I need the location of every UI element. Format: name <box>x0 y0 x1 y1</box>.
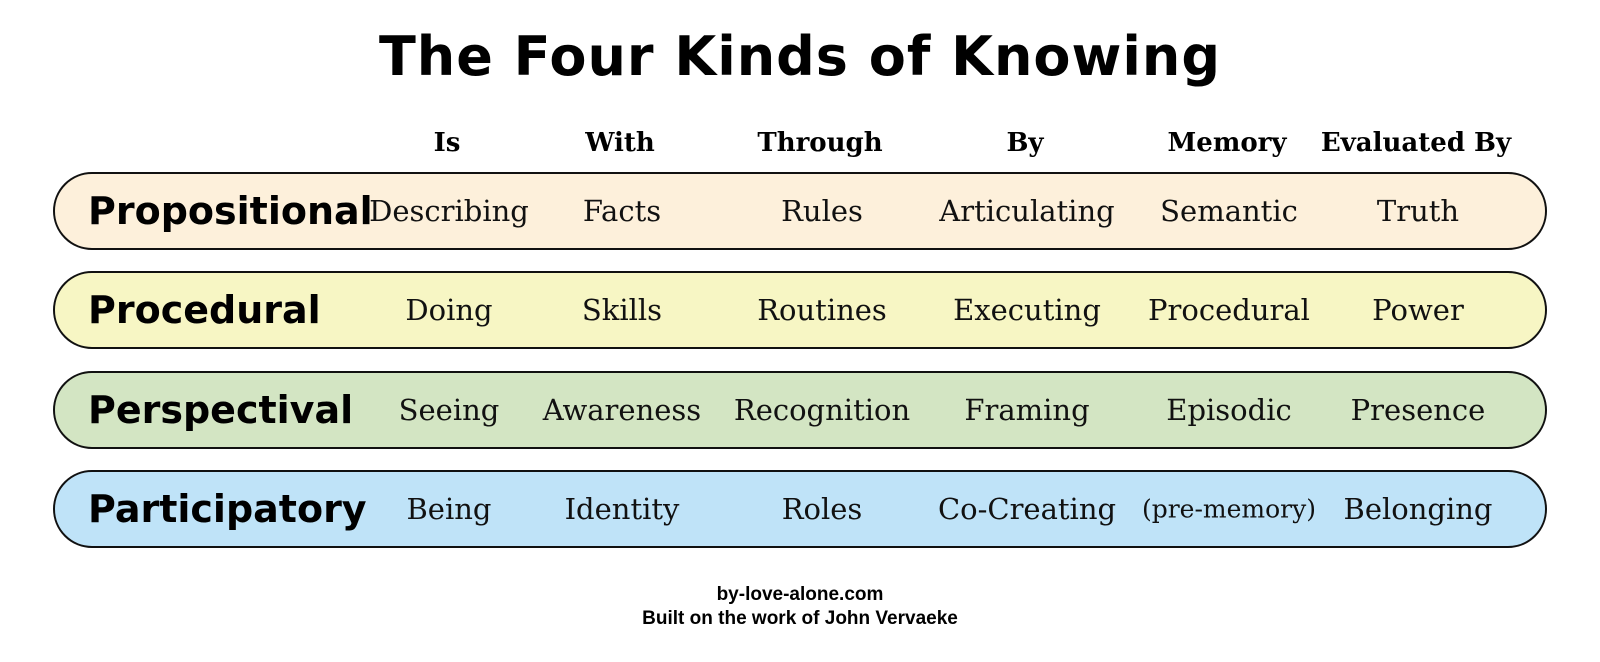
cell-procedural-with: Skills <box>581 293 663 327</box>
cell-perspectival-is: Seeing <box>398 393 500 427</box>
cell-participatory-through: Roles <box>781 492 863 526</box>
row-label-procedural: Procedural <box>88 288 321 332</box>
footer-credit: Built on the work of John Vervaeke <box>642 608 958 629</box>
cell-participatory-evaluated-by: Belonging <box>1343 492 1493 526</box>
cell-perspectival-through: Recognition <box>733 393 911 427</box>
row-label-propositional: Propositional <box>88 189 373 233</box>
cell-propositional-evaluated-by: Truth <box>1376 194 1460 228</box>
cell-participatory-memory: (pre-memory) <box>1141 494 1317 524</box>
cell-participatory-is: Being <box>406 492 492 526</box>
column-header-memory: Memory <box>1167 128 1287 158</box>
cell-propositional-through: Rules <box>781 194 863 228</box>
column-header-is: Is <box>433 128 461 158</box>
column-header-with: With <box>585 128 655 158</box>
cell-procedural-evaluated-by: Power <box>1372 293 1464 327</box>
cell-propositional-with: Facts <box>582 194 662 228</box>
cell-procedural-is: Doing <box>405 293 493 327</box>
row-procedural: Procedural Doing Skills Routines Executi… <box>53 271 1547 349</box>
footer-site: by-love-alone.com <box>716 584 884 605</box>
cell-procedural-memory: Procedural <box>1148 293 1310 327</box>
column-header-through: Through <box>757 128 883 158</box>
cell-propositional-memory: Semantic <box>1160 194 1298 228</box>
row-participatory: Participatory Being Identity Roles Co-Cr… <box>53 470 1547 548</box>
row-propositional: Propositional Describing Facts Rules Art… <box>53 172 1547 250</box>
cell-procedural-through: Routines <box>757 293 887 327</box>
row-label-perspectival: Perspectival <box>88 388 354 432</box>
cell-perspectival-with: Awareness <box>542 393 702 427</box>
row-perspectival: Perspectival Seeing Awareness Recognitio… <box>53 371 1547 449</box>
cell-propositional-is: Describing <box>369 194 529 228</box>
cell-participatory-by: Co-Creating <box>937 492 1117 526</box>
row-label-participatory: Participatory <box>88 487 367 531</box>
cell-procedural-by: Executing <box>953 293 1101 327</box>
cell-propositional-by: Articulating <box>939 194 1115 228</box>
cell-perspectival-memory: Episodic <box>1166 393 1292 427</box>
cell-participatory-with: Identity <box>564 492 680 526</box>
cell-perspectival-evaluated-by: Presence <box>1350 393 1486 427</box>
diagram-title: The Four Kinds of Knowing <box>378 25 1222 88</box>
cell-perspectival-by: Framing <box>964 393 1090 427</box>
column-header-by: By <box>1006 128 1044 158</box>
column-header-evaluated-by: Evaluated By <box>1320 128 1512 158</box>
